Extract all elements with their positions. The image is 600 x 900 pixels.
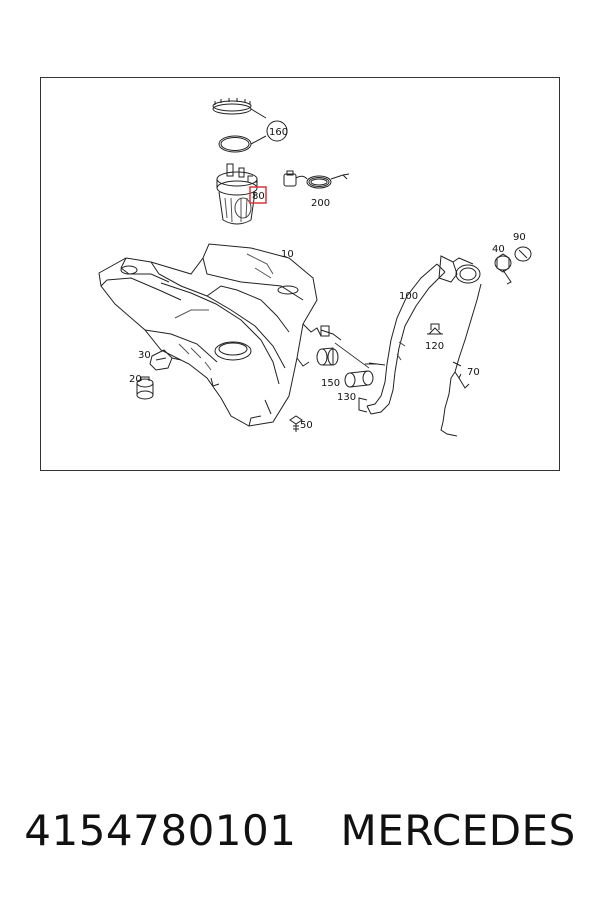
connecting-hose-part[interactable]	[344, 370, 374, 388]
label-160: 160	[269, 127, 288, 138]
pressure-regulator-part[interactable]	[149, 349, 182, 371]
label-10: 10	[281, 249, 294, 260]
parts-diagram: 160 80 200 10 40 90 100 120 70 30 20 150…	[98, 98, 532, 437]
label-100: 100	[399, 291, 418, 302]
fuel-tank-part[interactable]	[98, 243, 342, 427]
filler-neck-part[interactable]	[358, 255, 481, 415]
breather-line-part[interactable]	[440, 283, 482, 437]
footer-caption: 4154780101 MERCEDES	[0, 800, 600, 860]
hose-clamp-part[interactable]	[316, 347, 339, 366]
locking-ring-part[interactable]	[212, 98, 252, 115]
drain-screw-part[interactable]	[289, 415, 303, 432]
label-70: 70	[467, 367, 480, 378]
seal-ring-part[interactable]	[218, 135, 252, 153]
part-number: 4154780101	[24, 805, 297, 855]
label-40: 40	[492, 244, 505, 255]
fuel-flap-part[interactable]	[514, 246, 532, 262]
label-130: 130	[337, 392, 356, 403]
diagram-frame: 160 80 200 10 40 90 100 120 70 30 20 150…	[40, 77, 560, 471]
callout-160-circle	[266, 120, 288, 142]
label-80: 80	[252, 191, 265, 202]
fuel-pump-module-part[interactable]	[216, 163, 258, 225]
fuel-filter-part[interactable]	[136, 376, 154, 400]
fuel-cap-part[interactable]	[494, 253, 512, 285]
label-200: 200	[311, 198, 330, 209]
label-50: 50	[300, 420, 313, 431]
label-150: 150	[321, 378, 340, 389]
label-20: 20	[129, 374, 142, 385]
brand-name: MERCEDES	[340, 805, 576, 855]
highlighted-part-box	[249, 186, 267, 204]
label-90: 90	[513, 232, 526, 243]
label-30: 30	[138, 350, 151, 361]
grommet-part[interactable]	[427, 323, 443, 335]
label-120: 120	[425, 341, 444, 352]
wiring-harness-part[interactable]	[283, 170, 350, 189]
